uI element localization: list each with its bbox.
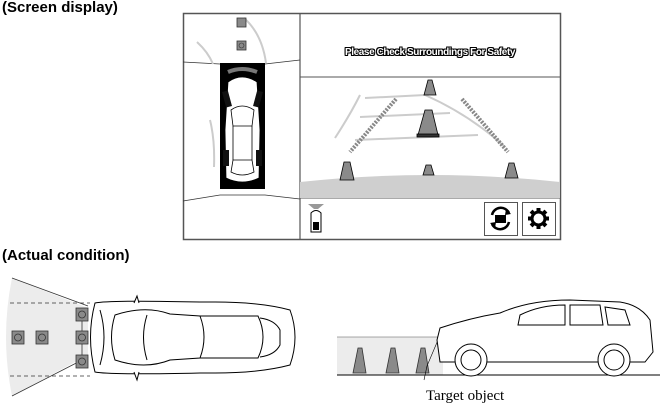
vehicle-top-drawing — [90, 294, 296, 382]
vehicle-status-icon — [308, 204, 324, 233]
vehicle-top-icon — [224, 76, 261, 183]
top-view-pane — [182, 17, 301, 202]
cone-objects — [352, 347, 430, 374]
heading-actual-condition: (Actual condition) — [2, 247, 130, 264]
vehicle-side-drawing — [436, 299, 654, 377]
settings-button[interactable] — [522, 202, 556, 236]
gear-icon — [528, 208, 549, 229]
target-object-label: Target object — [426, 388, 505, 404]
rotate-camera-icon — [490, 206, 511, 231]
obstacle-marker — [236, 17, 247, 28]
cone-markers — [339, 79, 519, 181]
actual-top-view — [6, 277, 296, 397]
camera-switch-button[interactable] — [484, 202, 518, 236]
obstacle-marker — [236, 40, 247, 51]
safety-message: Please Check Surroundings For Safety — [344, 47, 516, 58]
actual-side-view — [337, 299, 660, 381]
heading-screen-display: (Screen display) — [2, 0, 118, 16]
obstacle-markers — [11, 307, 89, 369]
rear-camera-view — [300, 79, 560, 198]
ground-area — [300, 175, 560, 198]
